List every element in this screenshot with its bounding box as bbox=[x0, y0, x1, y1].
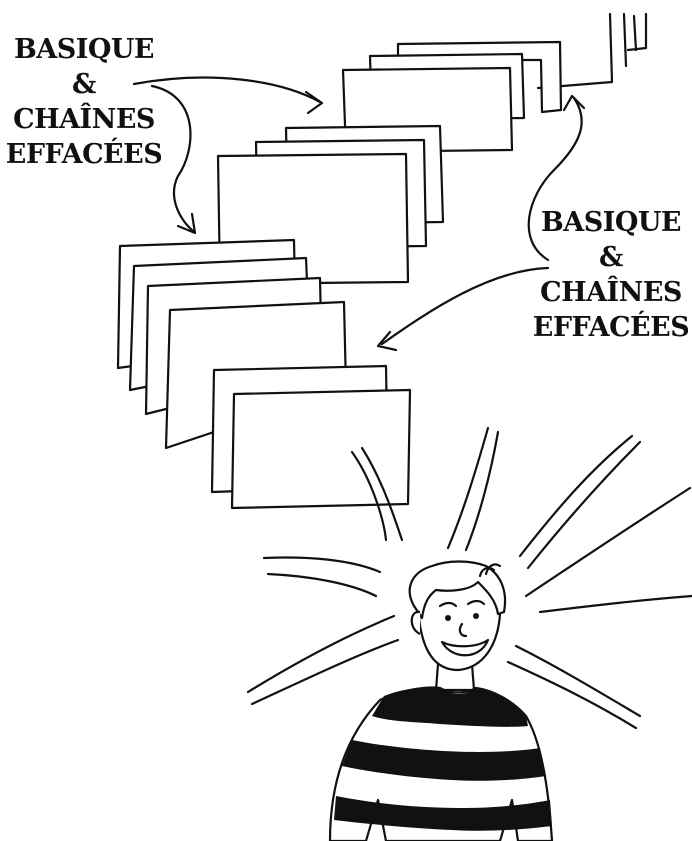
hair-strand bbox=[478, 566, 496, 578]
arrow-head bbox=[376, 330, 398, 352]
eye bbox=[473, 613, 479, 619]
label-line: BASIQUE bbox=[540, 207, 682, 238]
eyebrow bbox=[438, 601, 458, 608]
staircase-top-edge bbox=[536, 12, 648, 90]
hair-strand bbox=[484, 563, 502, 576]
card-stack-top bbox=[341, 40, 563, 154]
arrow-to-top-stack bbox=[132, 76, 322, 104]
ray bbox=[538, 594, 692, 614]
label-basique-right: BASIQUE & CHAÎNES EFFACÉES bbox=[530, 205, 692, 345]
ear bbox=[410, 610, 421, 635]
ray bbox=[246, 614, 396, 694]
mouth bbox=[440, 638, 490, 657]
ray bbox=[518, 434, 634, 558]
arrow-head bbox=[304, 90, 324, 115]
ray bbox=[464, 430, 500, 552]
sweater-stripe bbox=[372, 687, 528, 727]
arrow-to-middle-stack bbox=[150, 84, 196, 234]
label-line: CHAÎNES bbox=[13, 104, 155, 135]
ray bbox=[514, 644, 642, 718]
arrow-head bbox=[562, 94, 586, 112]
arrows-left-label bbox=[132, 76, 324, 235]
label-line: EFFACÉES bbox=[5, 139, 163, 170]
ray bbox=[526, 440, 642, 570]
ray bbox=[350, 450, 388, 542]
ray bbox=[262, 556, 382, 574]
ray bbox=[250, 638, 400, 706]
label-line: CHAÎNES bbox=[540, 277, 682, 308]
person bbox=[328, 560, 554, 841]
label-line: & bbox=[599, 242, 623, 273]
ray bbox=[446, 426, 490, 550]
arrow-to-lower-stack bbox=[380, 266, 550, 346]
nose bbox=[458, 622, 468, 638]
label-line: BASIQUE bbox=[13, 34, 155, 65]
card-stack-bottom bbox=[210, 364, 412, 510]
ray bbox=[360, 446, 404, 542]
label-line: & bbox=[72, 69, 96, 100]
arrow-head bbox=[176, 212, 197, 235]
eye bbox=[445, 615, 451, 621]
card bbox=[230, 388, 412, 510]
arrows-right-label bbox=[376, 94, 586, 352]
radiating-lines bbox=[246, 426, 692, 730]
ray bbox=[524, 486, 692, 598]
ray bbox=[506, 660, 638, 730]
label-basique-left: BASIQUE & CHAÎNES EFFACÉES bbox=[4, 32, 164, 172]
ray bbox=[266, 572, 378, 598]
arrow-to-top-right bbox=[527, 96, 583, 262]
sweater-stripe bbox=[342, 740, 546, 781]
eyebrow bbox=[466, 599, 486, 606]
sweater-stripe bbox=[334, 796, 552, 831]
label-line: EFFACÉES bbox=[532, 312, 690, 343]
